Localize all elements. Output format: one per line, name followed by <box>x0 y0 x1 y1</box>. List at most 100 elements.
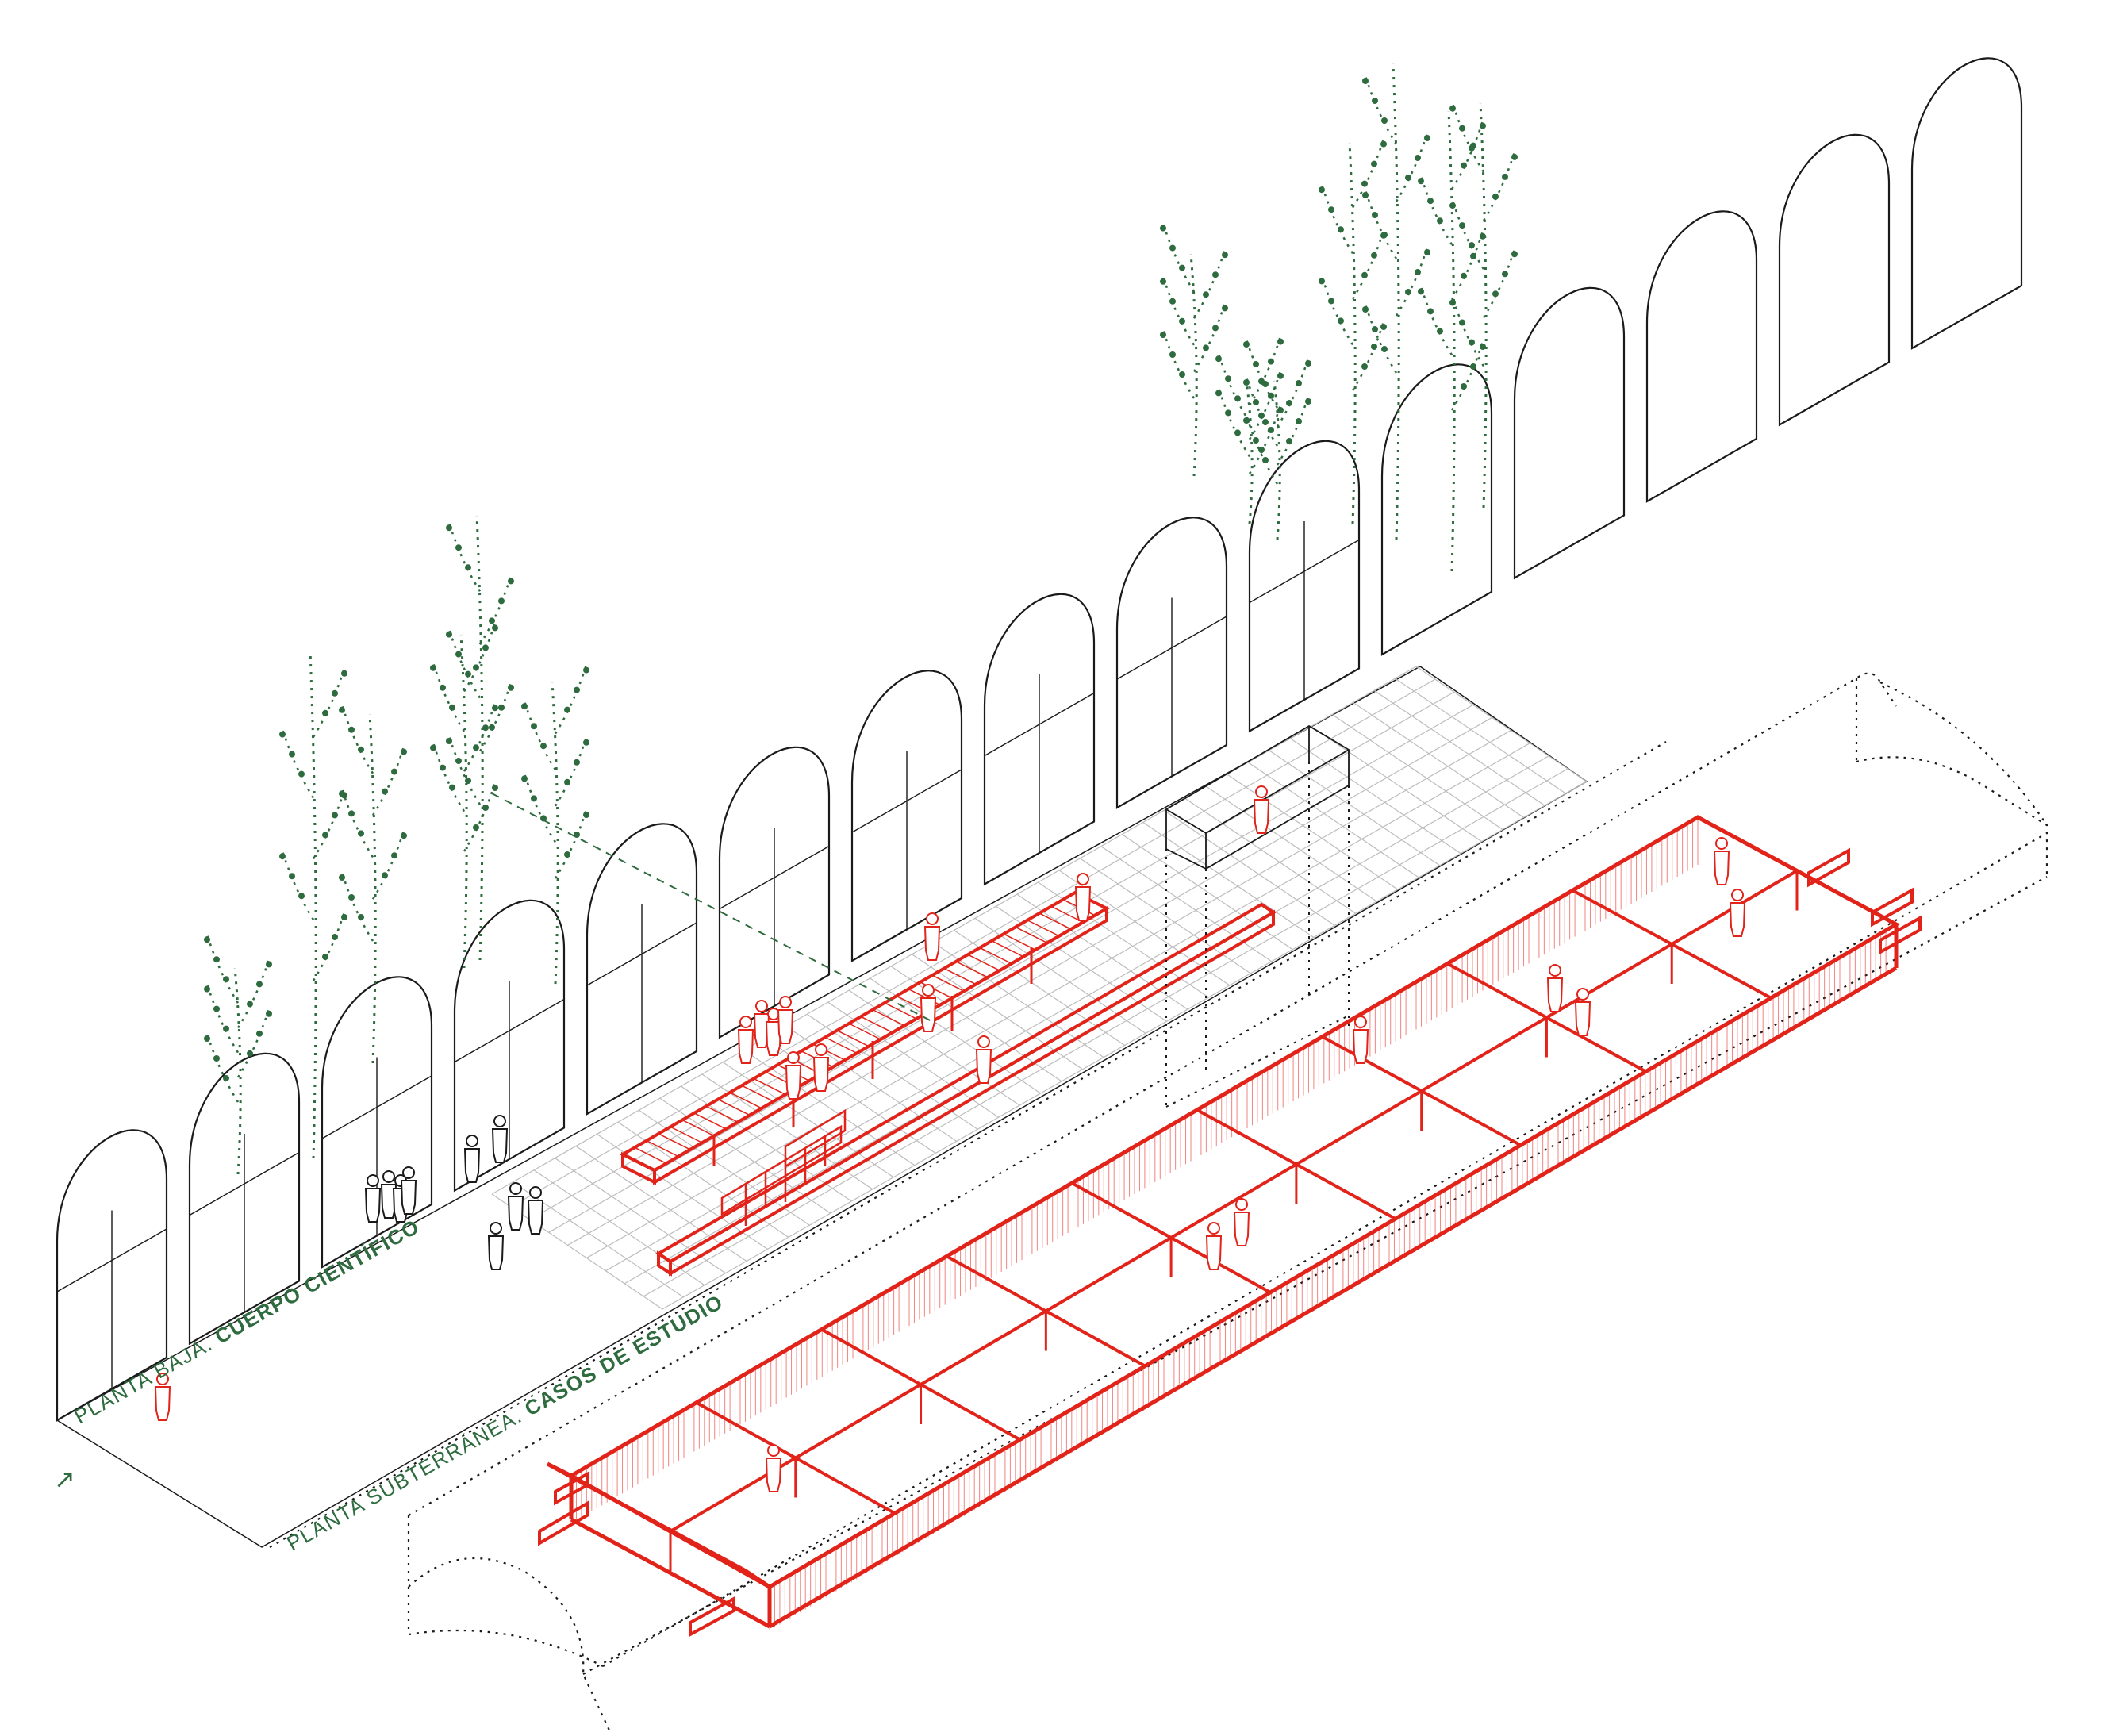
tree-leaf <box>583 739 589 746</box>
person <box>1352 1016 1369 1064</box>
tree-branch <box>463 779 497 852</box>
tree-leaf <box>1234 395 1241 402</box>
tree-leaf <box>1427 308 1434 315</box>
person-body <box>812 1057 830 1092</box>
person-body <box>975 1049 992 1084</box>
grid-line <box>1142 821 1315 938</box>
grid-line <box>1395 678 1566 794</box>
tree-leaf <box>1405 175 1411 181</box>
tree-leaf <box>473 824 479 831</box>
tree-branch <box>522 697 557 770</box>
tree-branch <box>1363 186 1398 259</box>
tree-trunk <box>1447 110 1456 572</box>
tree-branch <box>236 956 271 1029</box>
person-body <box>920 997 937 1032</box>
person <box>1729 889 1746 937</box>
arch-transom <box>1116 616 1227 680</box>
tree-leaf <box>1371 160 1377 167</box>
tree-leaf <box>358 746 364 753</box>
tree-branch <box>1450 294 1485 367</box>
tree <box>339 701 407 1064</box>
stair-void <box>1165 724 1350 1108</box>
tree-branch <box>371 743 406 816</box>
person <box>491 1115 509 1163</box>
grid-line <box>1269 750 1440 866</box>
tree-leaf <box>322 832 328 839</box>
arch-transom <box>586 922 697 986</box>
person-body <box>1074 886 1092 921</box>
person-body <box>527 1200 544 1235</box>
person-body <box>364 1188 382 1223</box>
tree-branch <box>371 827 406 900</box>
tree-leaf <box>1305 398 1311 405</box>
tree-leaf <box>223 976 229 983</box>
tree-branch <box>1248 333 1283 406</box>
grid-line <box>567 716 1492 1246</box>
tree-branch <box>1450 197 1485 270</box>
tree-branch <box>1482 148 1517 221</box>
tree-leaf <box>1215 390 1222 397</box>
tree-branch <box>554 662 589 735</box>
tree-leaf <box>1459 125 1465 132</box>
grid-line <box>1163 809 1335 926</box>
tree-leaf <box>1212 271 1219 278</box>
tree-branch <box>1319 181 1354 254</box>
tree-leaf <box>489 724 495 731</box>
underground-envelope <box>269 672 2048 1734</box>
tree-leaf <box>1381 117 1388 124</box>
arch-transom <box>719 845 830 910</box>
tree <box>1215 333 1284 524</box>
person <box>1074 873 1092 921</box>
tree-leaf <box>382 788 388 795</box>
table-slat <box>955 961 989 978</box>
tree-leaf <box>1418 178 1424 185</box>
arch-transom <box>851 769 962 833</box>
grid-line <box>533 1169 705 1286</box>
grid-line <box>1331 713 1503 830</box>
grid-line <box>1311 726 1482 843</box>
tree-leaf <box>1381 346 1388 352</box>
tree-leaf <box>1243 341 1250 348</box>
tree <box>430 620 498 969</box>
tree-branch <box>1395 244 1430 317</box>
grid-line <box>1289 738 1461 855</box>
table-slat <box>931 974 965 992</box>
tree-leaf <box>204 985 210 993</box>
person-head <box>779 996 792 1008</box>
tree-leaf <box>449 704 455 711</box>
table-slat <box>872 1008 905 1027</box>
protruding-beams <box>538 847 1922 1638</box>
long-rail <box>655 902 1277 1277</box>
person-head <box>767 1008 780 1020</box>
underground-prefix: PLANTA SUBTERRÁNEA. <box>282 1400 532 1555</box>
tree-branch <box>312 908 347 981</box>
tree-leaf <box>332 812 338 819</box>
tree-leaf <box>1169 298 1176 305</box>
tree-leaf <box>521 775 528 782</box>
person <box>920 984 937 1032</box>
tree-leaf <box>1461 272 1467 279</box>
tree-trunk <box>475 515 484 961</box>
tree-branch <box>280 847 315 920</box>
person-head <box>1731 889 1744 901</box>
tree-leaf <box>1372 98 1378 104</box>
tree-leaf <box>213 956 220 963</box>
table-slat <box>1039 912 1072 930</box>
person-body <box>765 1458 782 1492</box>
tree-leaf <box>482 805 489 811</box>
tree-leaf <box>1492 193 1499 200</box>
tree-leaf <box>1253 399 1259 405</box>
tree-leaf <box>1372 326 1378 332</box>
tree-leaf <box>1262 457 1269 463</box>
person-head <box>787 1051 800 1064</box>
tree-leaf <box>1459 319 1465 326</box>
tree-leaf <box>322 709 328 716</box>
tree-leaf <box>583 812 589 818</box>
grid-line <box>555 1158 726 1274</box>
tree-leaf <box>564 851 570 858</box>
tree-leaf <box>1160 278 1166 285</box>
tree-leaf <box>574 759 580 766</box>
person-head <box>755 1000 768 1012</box>
tree-leaf <box>341 670 347 677</box>
person <box>400 1166 417 1215</box>
